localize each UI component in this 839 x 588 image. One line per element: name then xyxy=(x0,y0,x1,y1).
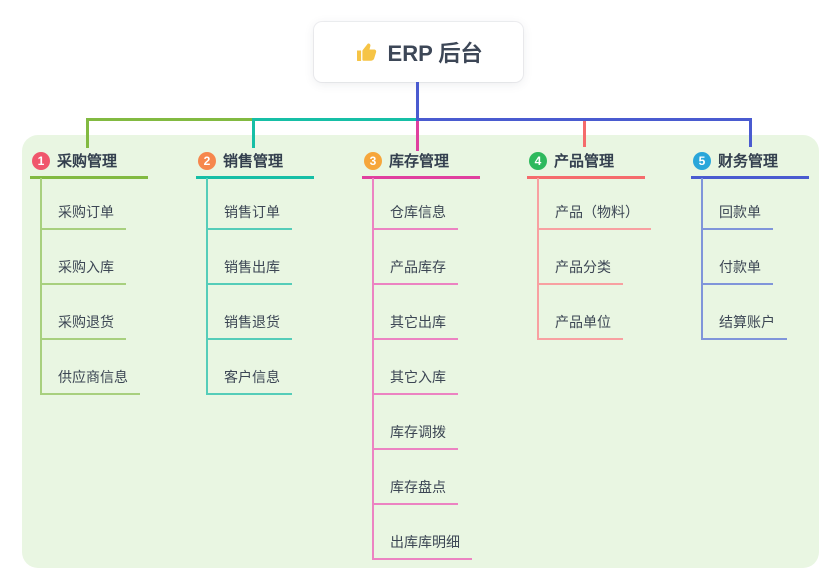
connector-drop-branch-1 xyxy=(86,118,89,148)
root-node[interactable]: ERP 后台 xyxy=(314,22,523,82)
leaf-node[interactable]: 采购退货 xyxy=(40,312,126,340)
leaf-node[interactable]: 结算账户 xyxy=(701,312,787,340)
branch-spine xyxy=(206,178,208,395)
connector-drop-branch-3 xyxy=(416,121,419,151)
leaf-node[interactable]: 销售订单 xyxy=(206,202,292,230)
branches-panel xyxy=(22,135,819,568)
leaf-node[interactable]: 库存盘点 xyxy=(372,477,458,505)
branch-header[interactable]: 2 销售管理 xyxy=(196,148,314,179)
branch-number-badge: 1 xyxy=(32,151,50,170)
branch-label: 库存管理 xyxy=(389,153,450,170)
leaf-node[interactable]: 产品单位 xyxy=(537,312,623,340)
leaf-node[interactable]: 出库库明细 xyxy=(372,532,472,560)
leaf-node[interactable]: 仓库信息 xyxy=(372,202,458,230)
connector-bus-branch-2 xyxy=(252,118,419,121)
connector-drop-branch-2 xyxy=(252,118,255,148)
thumbs-up-icon xyxy=(356,43,376,61)
leaf-node[interactable]: 回款单 xyxy=(701,202,773,230)
branch-spine xyxy=(537,178,539,340)
branch-header[interactable]: 3 库存管理 xyxy=(362,148,480,179)
leaf-node[interactable]: 产品分类 xyxy=(537,257,623,285)
branch-5: 5 财务管理回款单付款单结算账户 xyxy=(691,148,821,340)
leaf-node[interactable]: 销售退货 xyxy=(206,312,292,340)
leaf-node[interactable]: 产品（物料） xyxy=(537,202,651,230)
branch-2: 2 销售管理销售订单销售出库销售退货客户信息 xyxy=(196,148,326,395)
branch-1: 1 采购管理采购订单采购入库采购退货供应商信息 xyxy=(30,148,160,395)
branch-header[interactable]: 1 采购管理 xyxy=(30,148,148,179)
leaf-node[interactable]: 采购订单 xyxy=(40,202,126,230)
connector-bus-branch-1 xyxy=(86,118,254,121)
root-title: ERP 后台 xyxy=(387,41,483,66)
branch-number-badge: 3 xyxy=(364,151,382,170)
leaf-node[interactable]: 客户信息 xyxy=(206,367,292,395)
branch-header[interactable]: 4 产品管理 xyxy=(527,148,645,179)
branch-label: 采购管理 xyxy=(57,153,118,170)
leaf-node[interactable]: 产品库存 xyxy=(372,257,458,285)
connector-drop-branch-4 xyxy=(583,121,586,147)
branch-label: 产品管理 xyxy=(554,153,615,170)
branch-number-badge: 4 xyxy=(529,151,547,170)
branch-label: 销售管理 xyxy=(223,153,284,170)
connector-bus-branch-5 xyxy=(416,118,752,121)
leaf-node[interactable]: 其它出库 xyxy=(372,312,458,340)
leaf-node[interactable]: 采购入库 xyxy=(40,257,126,285)
leaf-node[interactable]: 付款单 xyxy=(701,257,773,285)
branch-4: 4 产品管理产品（物料） 产品分类产品单位 xyxy=(527,148,657,340)
leaf-node[interactable]: 其它入库 xyxy=(372,367,458,395)
connector-root-vertical xyxy=(416,82,419,121)
branch-label: 财务管理 xyxy=(718,153,779,170)
branch-spine xyxy=(40,178,42,395)
branch-3: 3 库存管理仓库信息产品库存其它出库其它入库库存调拨库存盘点出库库明细 xyxy=(362,148,492,560)
branch-number-badge: 5 xyxy=(693,151,711,170)
leaf-node[interactable]: 供应商信息 xyxy=(40,367,140,395)
branch-spine xyxy=(701,178,703,340)
branch-spine xyxy=(372,178,374,560)
leaf-node[interactable]: 销售出库 xyxy=(206,257,292,285)
branch-number-badge: 2 xyxy=(198,151,216,170)
branch-header[interactable]: 5 财务管理 xyxy=(691,148,809,179)
connector-drop-branch-5 xyxy=(749,121,752,147)
leaf-node[interactable]: 库存调拨 xyxy=(372,422,458,450)
